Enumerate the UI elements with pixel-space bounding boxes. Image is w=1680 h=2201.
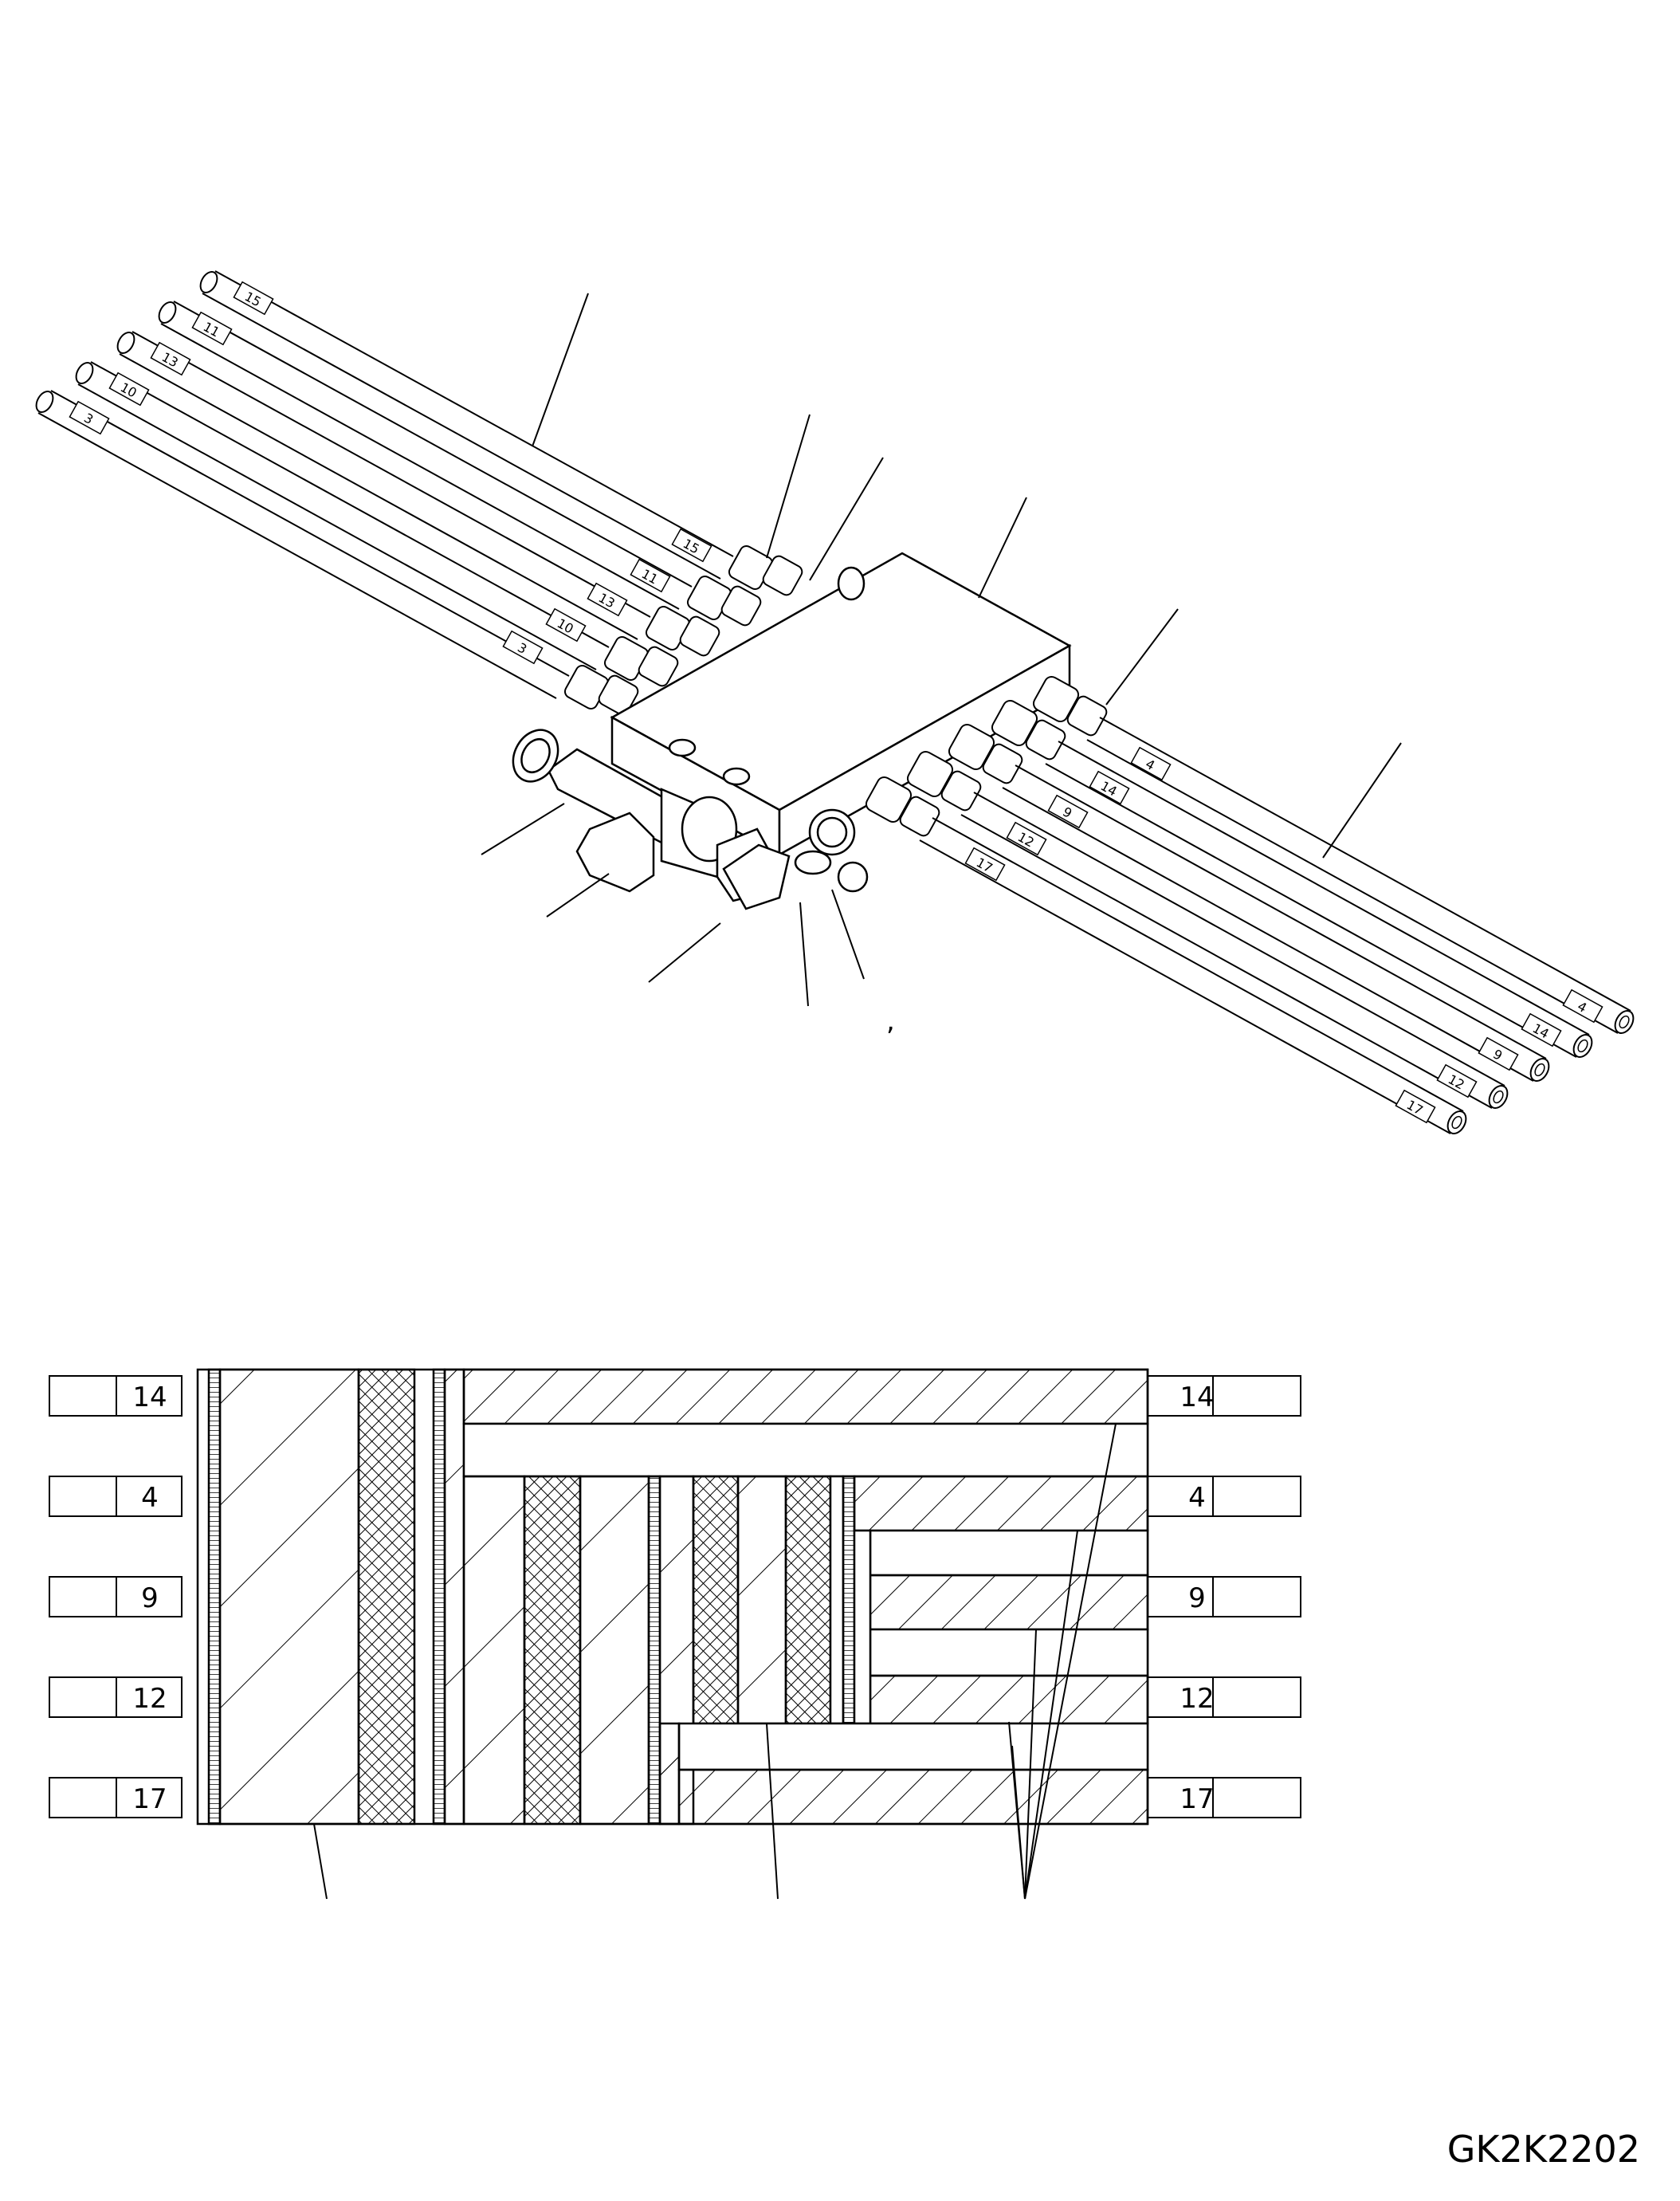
end-cover xyxy=(218,1368,360,1826)
port-label: 9 xyxy=(141,1582,159,1614)
mounting-hole xyxy=(722,767,751,786)
port-label: 4 xyxy=(141,1482,159,1514)
port-label: 14 xyxy=(1180,1382,1214,1413)
port-label: 12 xyxy=(1180,1683,1214,1715)
tube-left-10 xyxy=(75,361,610,670)
manifold-section xyxy=(196,1368,1149,1826)
cross-hatch-plate xyxy=(357,1368,416,1826)
port-label: 12 xyxy=(132,1683,167,1715)
right-tube-tags-near: 4 14 9 12 17 xyxy=(964,746,1172,882)
port-label: 14 xyxy=(132,1382,167,1413)
right-tube-tags-far: 4 14 9 12 17 xyxy=(1395,988,1603,1124)
gasket-strip xyxy=(207,1368,222,1826)
tube-right-9 xyxy=(1002,764,1550,1082)
port-label: 4 xyxy=(1188,1482,1206,1514)
port-label: 17 xyxy=(1180,1783,1214,1815)
tube-right-17 xyxy=(919,817,1467,1134)
tube-left-15 xyxy=(199,270,734,580)
right-tube-bundle xyxy=(919,717,1635,1134)
tube-right-4 xyxy=(1086,717,1635,1034)
channel-12 xyxy=(869,1674,1149,1725)
tube-left-13 xyxy=(116,331,651,640)
port-label: 9 xyxy=(1188,1582,1206,1614)
plug xyxy=(837,566,866,601)
schematic-view: 14 4 9 12 17 14 4 9 12 17 xyxy=(49,1368,1301,1900)
tube-right-12 xyxy=(960,792,1509,1109)
left-port-labels: 14 4 9 12 17 xyxy=(132,1382,167,1815)
channel-14 xyxy=(462,1368,1149,1425)
port-label: 17 xyxy=(132,1783,167,1815)
lower-tee-assembly xyxy=(512,729,869,910)
passage-14 xyxy=(462,1422,1149,1478)
channel-17 xyxy=(677,1768,1149,1826)
right-fittings xyxy=(865,675,1108,837)
valve-manifold-block xyxy=(610,552,1072,857)
passage-17 xyxy=(677,1722,1149,1771)
schematic-leader-lines xyxy=(313,1423,1117,1900)
channel-9 xyxy=(869,1574,1149,1631)
left-ports xyxy=(49,1375,183,1818)
tube-left-11 xyxy=(158,301,693,610)
left-tube-tags-near: 15 11 13 10 3 xyxy=(502,528,712,665)
stray-mark: , xyxy=(886,1005,895,1037)
tube-right-14 xyxy=(1045,741,1593,1058)
tube-left-3 xyxy=(35,390,570,699)
isometric-view: 15 11 13 10 3 15 11 13 10 3 xyxy=(35,270,1635,1134)
left-fittings xyxy=(563,544,803,716)
mounting-hole xyxy=(668,738,697,757)
right-ports xyxy=(1147,1375,1301,1818)
right-port-labels: 14 4 9 12 17 xyxy=(1180,1382,1214,1815)
iso-leader-lines xyxy=(481,293,1402,1007)
left-tube-bundle xyxy=(35,270,734,699)
drawing-code: GK2K2202 xyxy=(1446,2128,1640,2171)
